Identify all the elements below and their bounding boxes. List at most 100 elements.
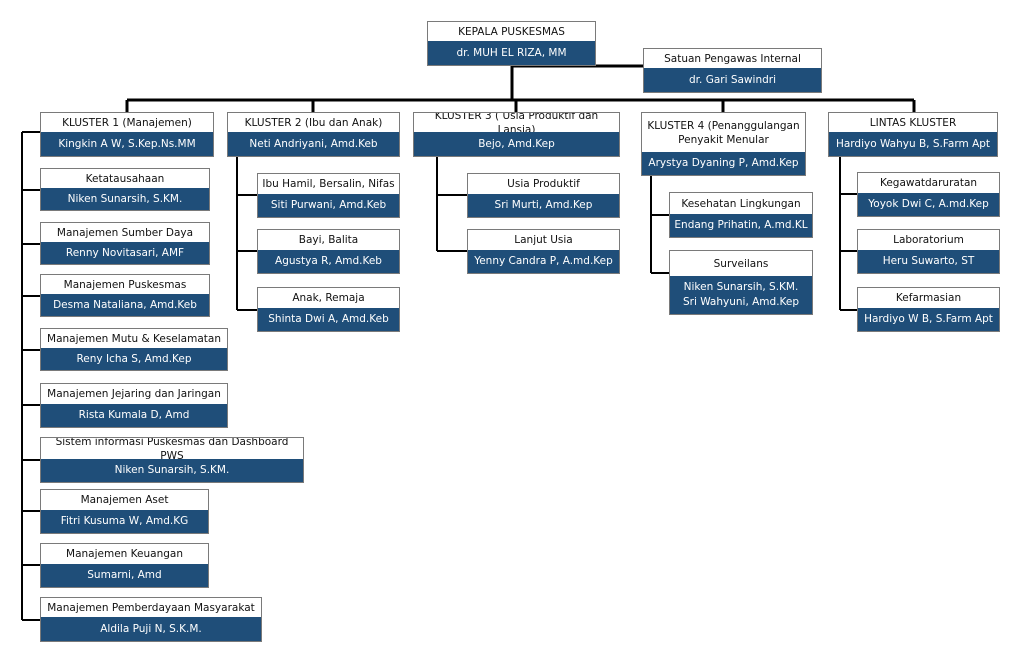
person-name: Sumarni, Amd bbox=[87, 569, 162, 581]
node-person: Endang Prihatin, A.md.KL bbox=[670, 214, 812, 237]
person-name: Yoyok Dwi C, A.md.Kep bbox=[868, 198, 989, 210]
person-name: Shinta Dwi A, Amd.Keb bbox=[268, 313, 389, 325]
node-lk: LINTAS KLUSTER Hardiyo Wahyu B, S.Farm Ap… bbox=[828, 112, 998, 157]
person-name: Aldila Puji N, S.K.M. bbox=[100, 622, 202, 635]
node-title: Bayi, Balita bbox=[298, 234, 359, 246]
node-title: Usia Produktif bbox=[507, 178, 580, 190]
person-name: Desma Nataliana, Amd.Keb bbox=[53, 298, 197, 311]
person-name: Neti Andriyani, Amd.Keb bbox=[249, 137, 378, 150]
node-person: dr. MUH EL RIZA, MM bbox=[428, 41, 595, 65]
node-person: Siti Purwani, Amd.Keb bbox=[258, 194, 399, 217]
node-title: KLUSTER 2 (Ibu dan Anak) bbox=[244, 116, 383, 129]
person-name: Bejo, Amd.Kep bbox=[478, 137, 555, 150]
node-title: Manajemen Puskesmas bbox=[63, 278, 187, 291]
person-name: Fitri Kusuma W, Amd.KG bbox=[60, 515, 189, 527]
node-person: Niken Sunarsih, S.KM. bbox=[41, 188, 209, 210]
node-k4: KLUSTER 4 (Penanggulangan Penyakit Menul… bbox=[641, 112, 806, 176]
node-title: Surveilans bbox=[713, 257, 769, 270]
person-name: Kingkin A W, S.Kep.Ns.MM bbox=[58, 137, 196, 150]
node-kepala: KEPALA PUSKESMAS dr. MUH EL RIZA, MM bbox=[427, 21, 596, 66]
node-person: Sumarni, Amd bbox=[41, 564, 208, 587]
node-person: Niken Sunarsih, S.KM. Sri Wahyuni, Amd.Ke… bbox=[670, 276, 812, 314]
node-person: Kingkin A W, S.Kep.Ns.MM bbox=[41, 132, 213, 156]
node-title: Manajemen Sumber Daya bbox=[56, 226, 194, 239]
person-name: Siti Purwani, Amd.Keb bbox=[270, 199, 387, 211]
person-name: Niken Sunarsih, S.KM. bbox=[683, 281, 799, 293]
node-person: Rista Kumala D, Amd bbox=[41, 404, 227, 427]
node-title: Satuan Pengawas Internal bbox=[664, 52, 801, 65]
node-person: Renny Novitasari, AMF bbox=[41, 242, 209, 264]
node-person: Agustya R, Amd.Keb bbox=[258, 250, 399, 273]
person-name: Sri Wahyuni, Amd.Kep bbox=[682, 296, 800, 308]
node-person: Sri Murti, Amd.Kep bbox=[468, 194, 619, 217]
node-person: Yenny Candra P, A.md.Kep bbox=[468, 250, 619, 273]
person-name: Reny Icha S, Amd.Kep bbox=[76, 352, 192, 365]
person-name: dr. Gari Sawindri bbox=[689, 73, 776, 86]
node-person: Neti Andriyani, Amd.Keb bbox=[228, 132, 399, 156]
person-name: Endang Prihatin, A.md.KL bbox=[674, 219, 808, 231]
node-k1-6: Sistem informasi Puskesmas dan Dashboard… bbox=[40, 437, 304, 483]
node-title: Kefarmasian bbox=[895, 292, 962, 304]
node-title: Lanjut Usia bbox=[514, 234, 573, 246]
node-title: Laboratorium bbox=[893, 234, 964, 246]
node-person: Hardiyo Wahyu B, S.Farm Apt bbox=[829, 132, 997, 156]
node-title: Ibu Hamil, Bersalin, Nifas bbox=[262, 178, 395, 190]
node-person: dr. Gari Sawindri bbox=[644, 68, 821, 92]
person-name: Renny Novitasari, AMF bbox=[65, 246, 185, 259]
person-name: Hardiyo W B, S.Farm Apt bbox=[864, 313, 993, 325]
node-title: LINTAS KLUSTER bbox=[869, 116, 957, 129]
node-title: Manajemen Mutu & Keselamatan bbox=[47, 332, 221, 345]
node-title: Ketatausahaan bbox=[85, 172, 165, 185]
node-person: Desma Nataliana, Amd.Keb bbox=[41, 294, 209, 316]
node-title: Manajemen Aset bbox=[80, 494, 169, 506]
node-person: Heru Suwarto, ST bbox=[858, 250, 999, 273]
person-name: dr. MUH EL RIZA, MM bbox=[456, 46, 567, 59]
node-k1: KLUSTER 1 (Manajemen)Kingkin A W, S.Kep.… bbox=[40, 112, 214, 157]
node-title: Manajemen Jejaring dan Jaringan bbox=[47, 388, 221, 400]
person-name: Arystya Dyaning P, Amd.Kep bbox=[648, 157, 799, 169]
person-name: Hardiyo Wahyu B, S.Farm Apt bbox=[835, 137, 991, 150]
person-name: Yenny Candra P, A.md.Kep bbox=[474, 255, 613, 267]
node-title: Kegawatdaruratan bbox=[879, 177, 978, 189]
node-title: Manajemen Pemberdayaan Masyarakat bbox=[47, 601, 255, 614]
node-person: Reny Icha S, Amd.Kep bbox=[41, 348, 227, 370]
node-person: Fitri Kusuma W, Amd.KG bbox=[41, 510, 208, 533]
person-name: Agustya R, Amd.Keb bbox=[275, 255, 382, 267]
person-name: Niken Sunarsih, S.KM. bbox=[67, 192, 183, 205]
node-spi: Satuan Pengawas Internal dr. Gari Sawindr… bbox=[643, 48, 822, 93]
node-title: KEPALA PUSKESMAS bbox=[458, 25, 565, 38]
node-person: Niken Sunarsih, S.KM. bbox=[41, 459, 303, 482]
node-title: Sistem informasi Puskesmas dan Dashboard… bbox=[55, 438, 289, 459]
person-name: Sri Murti, Amd.Kep bbox=[494, 199, 593, 211]
person-name: Niken Sunarsih, S.KM. bbox=[114, 464, 230, 476]
node-title: Manajemen Keuangan bbox=[66, 548, 183, 560]
node-k3: KLUSTER 3 ( Usia Produktif dan Lansia) Be… bbox=[413, 112, 620, 157]
node-person: Hardiyo W B, S.Farm Apt bbox=[858, 308, 999, 331]
person-name: Heru Suwarto, ST bbox=[882, 255, 975, 267]
node-person: Arystya Dyaning P, Amd.Kep bbox=[642, 152, 805, 175]
node-k2: KLUSTER 2 (Ibu dan Anak) Neti Andriyani, … bbox=[227, 112, 400, 157]
node-person: Aldila Puji N, S.K.M. bbox=[41, 617, 261, 641]
node-person: Bejo, Amd.Kep bbox=[414, 132, 619, 156]
node-title: KLUSTER 3 ( Usia Produktif dan Lansia) bbox=[434, 113, 599, 132]
